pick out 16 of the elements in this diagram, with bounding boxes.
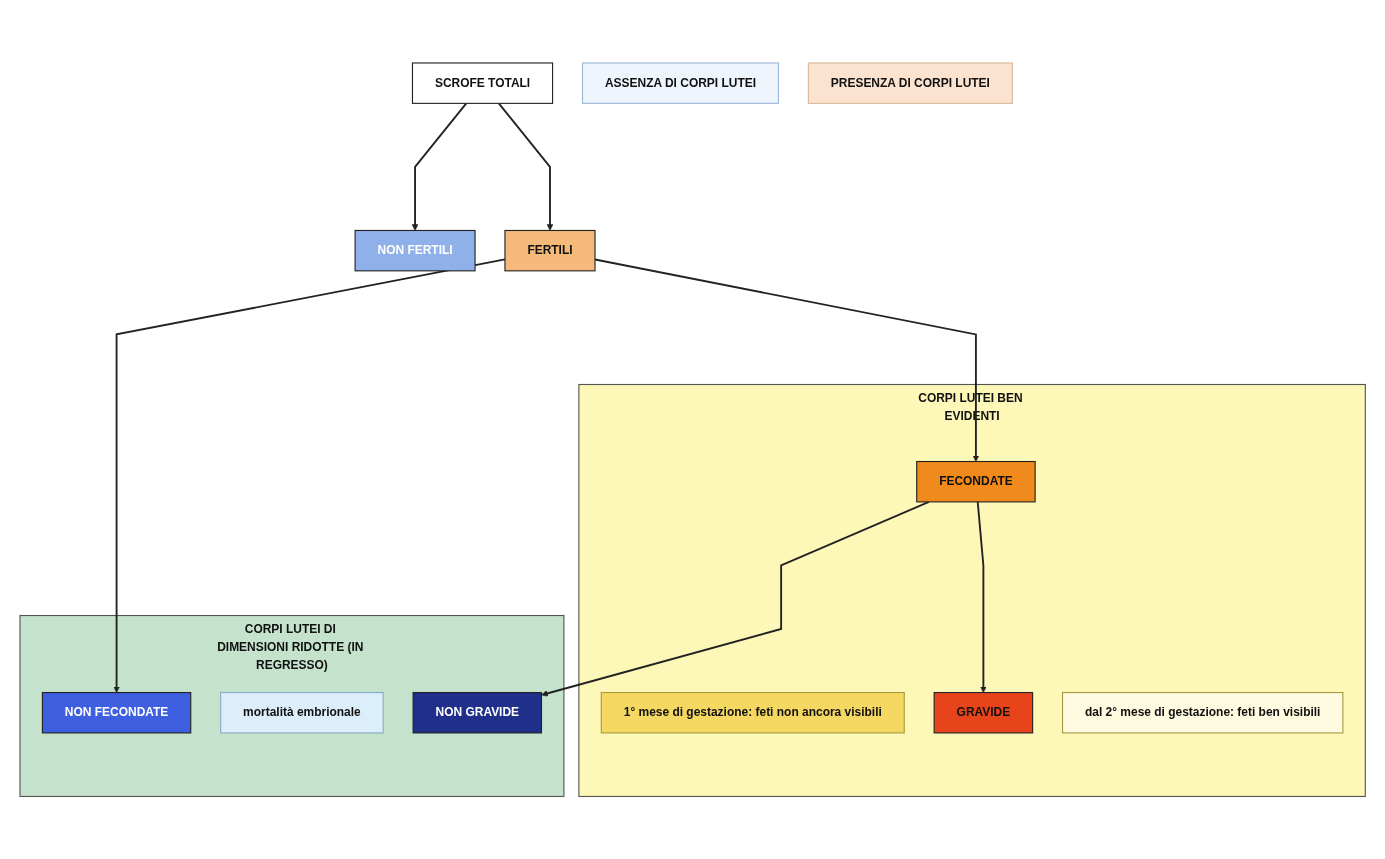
node-box: NON FERTILI: [354, 229, 476, 272]
arrow: [976, 500, 987, 693]
node-box: SCROFE TOTALI: [411, 62, 553, 104]
node-box: mortalità embrionale: [219, 691, 384, 734]
node-box: PRESENZA DI CORPI LUTEI: [807, 62, 1013, 104]
arrow: [411, 102, 468, 231]
node-box: FERTILI: [504, 229, 596, 272]
node-box: ASSENZA DI CORPI LUTEI: [581, 62, 779, 104]
node-box: GRAVIDE: [933, 691, 1034, 734]
arrow: [541, 500, 930, 697]
arrow: [497, 102, 554, 231]
node-box: FECONDATE: [916, 460, 1036, 503]
node-box: NON GRAVIDE: [412, 691, 542, 734]
node-box: NON FECONDATE: [41, 691, 192, 734]
node-box: 1° mese di gestazione: feti non ancora visibili: [600, 691, 905, 734]
node-box: dal 2° mese di gestazione: feti ben visibili: [1061, 691, 1344, 734]
